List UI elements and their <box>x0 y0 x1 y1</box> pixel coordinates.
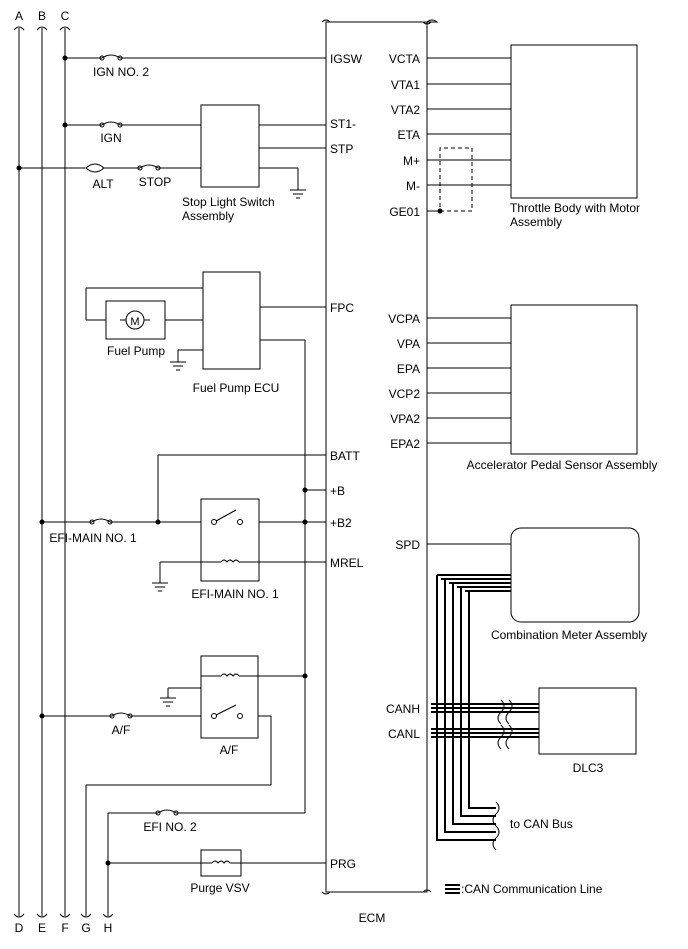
pin-igsw: IGSW <box>330 52 363 66</box>
pin-vta1: VTA1 <box>391 78 420 92</box>
purge-vsv-label: Purge VSV <box>190 881 249 895</box>
combination-meter-label: Combination Meter Assembly <box>491 628 647 642</box>
pin-ge01: GE01 <box>389 205 420 219</box>
pin-vta2: VTA2 <box>391 103 420 117</box>
pin-vcp2: VCP2 <box>389 387 421 401</box>
bus-label-e: E <box>38 921 46 935</box>
stop-light-switch-label-1: Stop Light Switch <box>182 195 275 209</box>
pin-canl: CANL <box>388 727 420 741</box>
bus-label-c: C <box>61 9 70 23</box>
fuse-efi-no2: EFI NO. 2 <box>143 820 197 834</box>
dlc3-box <box>538 687 637 755</box>
fuel-pump-motor-symbol: M <box>130 316 139 328</box>
throttle-body-label-2: Assembly <box>510 215 562 229</box>
can-lines <box>431 574 539 851</box>
fuse-ign: IGN <box>100 131 121 145</box>
throttle-body-label-1: Throttle Body with Motor <box>510 201 640 215</box>
pin-stp: STP <box>330 142 353 156</box>
purge-vsv-circuit <box>105 849 326 877</box>
dlc3-label: DLC3 <box>573 761 604 775</box>
bus-label-g: G <box>81 921 90 935</box>
pin-spd: SPD <box>395 538 420 552</box>
efi-main-relay-label: EFI-MAIN NO. 1 <box>191 587 279 601</box>
pin-eta: ETA <box>398 128 420 142</box>
pin-epa: EPA <box>397 362 420 376</box>
pin-m-minus: M- <box>406 179 420 193</box>
bus-label-h: H <box>104 921 113 935</box>
pin-canh: CANH <box>386 702 420 716</box>
af-relay-label: A/F <box>220 743 239 757</box>
fuse-alt: ALT <box>92 177 114 191</box>
pin-prg: PRG <box>330 857 356 871</box>
pin-vcta: VCTA <box>389 52 420 66</box>
stop-light-switch-label-2: Assembly <box>182 209 234 223</box>
af-circuit <box>39 655 308 916</box>
ecm-label: ECM <box>359 911 386 925</box>
pin-batt: BATT <box>330 449 360 463</box>
pin-b2: +B2 <box>330 516 352 530</box>
pin-mrel: MREL <box>330 556 364 570</box>
pin-vcpa: VCPA <box>388 312 420 326</box>
pin-epa2: EPA2 <box>390 437 420 451</box>
ign-no2-circuit <box>62 54 326 61</box>
pin-fpc: FPC <box>330 301 354 315</box>
fuse-efi-main-no1: EFI-MAIN NO. 1 <box>49 531 137 545</box>
bus-lines <box>13 26 114 918</box>
fuse-ign-no2: IGN NO. 2 <box>93 65 149 79</box>
accel-pedal-circuit <box>427 304 638 455</box>
throttle-body-circuit <box>427 44 638 214</box>
fuse-af: A/F <box>112 723 131 737</box>
bus-label-f: F <box>61 921 68 935</box>
pin-b: +B <box>330 484 345 498</box>
ecm-body <box>321 19 439 895</box>
pin-vpa: VPA <box>397 337 420 351</box>
bus-label-b: B <box>38 9 46 23</box>
stop-light-circuit <box>16 104 326 199</box>
fuel-pump-ecu-label: Fuel Pump ECU <box>193 381 280 395</box>
pin-m-plus: M+ <box>403 154 420 168</box>
pin-vpa2: VPA2 <box>390 412 420 426</box>
fuel-pump-circuit <box>85 271 326 813</box>
bus-label-a: A <box>15 9 23 23</box>
can-legend-label: :CAN Communication Line <box>461 882 603 896</box>
accel-pedal-label: Accelerator Pedal Sensor Assembly <box>467 458 658 472</box>
efi-main-circuit <box>39 454 326 592</box>
can-legend-symbol <box>445 884 460 894</box>
pin-st1: ST1- <box>330 117 356 131</box>
bus-label-d: D <box>15 921 24 935</box>
can-bus-label: to CAN Bus <box>510 817 573 831</box>
fuel-pump-label: Fuel Pump <box>107 344 165 358</box>
fuse-stop: STOP <box>139 175 171 189</box>
